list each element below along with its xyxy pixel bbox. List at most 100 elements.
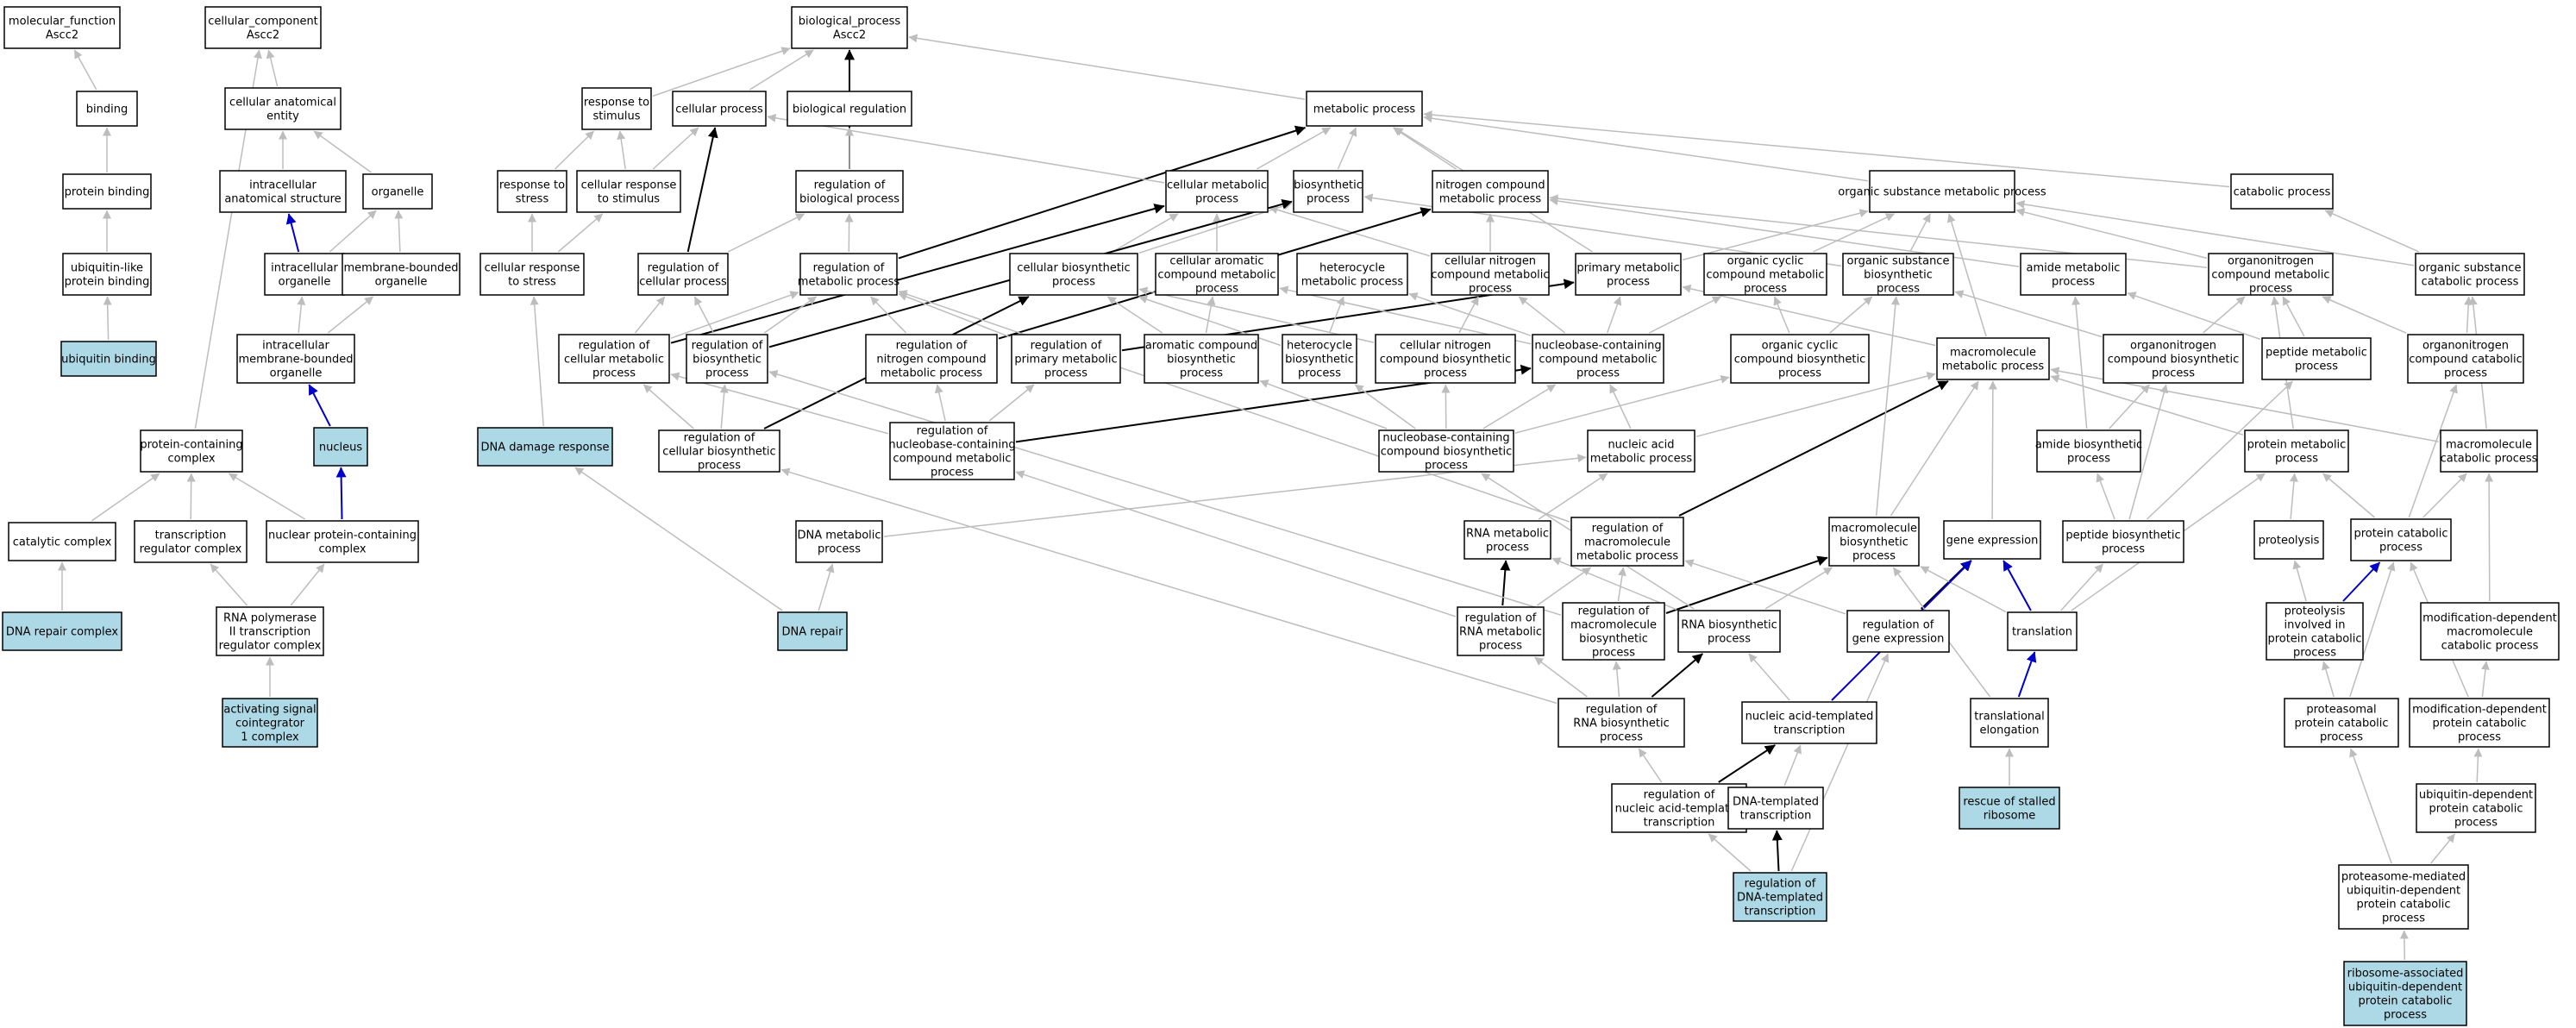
edge-gray-osmp-to-mp	[1423, 114, 1869, 182]
node-label-line: compound metabolic	[1706, 269, 1824, 282]
node-label-line: organic substance metabolic process	[1838, 186, 2046, 199]
edge-black-rdtt-to-dtt	[1771, 830, 1783, 872]
edge-gray-pcp-to-macp	[2422, 473, 2467, 518]
node-label-line: compound metabolic	[893, 453, 1011, 466]
node-box	[1570, 517, 1684, 567]
node-label-line: primary metabolic	[1576, 262, 1679, 275]
edge-gray-rcmp-to-rmp	[670, 291, 799, 339]
node-box	[313, 427, 368, 467]
edge-gray-raudpcp-to-pmudpcp	[2399, 930, 2409, 961]
edge-gray-cmp-to-mp	[1256, 127, 1332, 170]
edge-gray-pmudpcp-to-udpcp	[2430, 833, 2456, 864]
node-box	[1296, 253, 1408, 296]
node-label-line: activating signal	[223, 704, 316, 717]
node-label-line: process	[1486, 542, 1529, 555]
node-box	[1677, 610, 1781, 653]
edge-gray-catp-to-mp	[1423, 110, 2230, 188]
node-label-line: regulation of	[1465, 612, 1537, 625]
node-box	[2343, 961, 2467, 1026]
edge-gray-rrnamp-to-rnbcmp	[1015, 470, 1457, 617]
edge-gray-nbcbp-to-hbp	[1354, 384, 1416, 429]
node-label-line: DNA repair complex	[6, 626, 119, 639]
edge-gray-oncmp-to-osmp	[2015, 208, 2208, 260]
node-box	[2416, 783, 2536, 833]
edge-gray-mbo-to-org	[394, 210, 404, 253]
node-box	[2415, 253, 2525, 296]
node-label-line: process	[2249, 283, 2292, 296]
node-label-line: organelle	[270, 367, 323, 380]
node-box	[2253, 520, 2324, 560]
node-label-line: RNA metabolic	[1466, 528, 1549, 541]
node-label-line: biosynthetic	[1864, 269, 1933, 282]
node-label-line: DNA damage response	[480, 442, 609, 454]
node-label-line: protein catabolic	[2356, 899, 2450, 912]
node-label-line: process	[1744, 283, 1787, 296]
edge-gray-ncmp-to-mp	[1393, 127, 1457, 170]
node-label-line: process	[2293, 647, 2336, 660]
node-box	[2062, 520, 2184, 563]
node-label-line: process	[1708, 633, 1751, 646]
node-label-line: nucleic acid	[1608, 439, 1674, 452]
edge-gray-rnatt-to-rrnabp	[1638, 748, 1663, 783]
go-term-node-catp: catabolic process	[2230, 173, 2334, 210]
node-label-line: ubiquitin-like	[71, 262, 143, 275]
node-box	[2266, 602, 2364, 661]
edge-gray-rmbp-to-rbsp	[768, 370, 1562, 616]
edge-black-rmbp-to-mbsp	[1665, 555, 1828, 614]
node-label-line: process	[592, 367, 636, 380]
node-box	[1282, 334, 1357, 384]
edge-gray-io-to-org	[329, 210, 377, 253]
node-label-line: process	[698, 460, 741, 473]
edge-gray-mdmcp-to-macp	[2485, 473, 2494, 602]
node-label-line: biosynthetic	[1840, 536, 1908, 549]
node-box	[1611, 783, 1747, 833]
edge-gray-dnarep-to-ddr	[574, 467, 783, 611]
edge-gray-rcp-to-rbp	[727, 213, 805, 253]
node-box	[658, 429, 780, 473]
node-label-line: proteasomal	[2306, 704, 2376, 717]
node-label-line: macromolecule	[1584, 536, 1670, 549]
node-label-line: biosynthetic	[693, 354, 762, 367]
node-label-line: involved in	[2284, 619, 2345, 632]
edge-gray-rdtt-to-rge	[1790, 653, 1890, 872]
node-label-line: membrane-bounded	[343, 262, 458, 275]
node-label-line: biosynthetic	[1579, 633, 1648, 646]
node-box	[686, 334, 768, 384]
go-term-node-org: organelle	[362, 173, 433, 210]
node-label-line: protein-containing	[140, 439, 242, 452]
edge-gray-abp-to-oncbp	[2109, 384, 2151, 429]
node-label-line: regulation of	[1863, 619, 1934, 632]
node-label-line: organic cyclic	[1727, 255, 1804, 268]
edge-gray-prot-to-protmp	[2289, 473, 2298, 520]
go-term-node-drc: DNA repair complex	[2, 611, 122, 651]
edge-gray-rncmp-to-rmp	[869, 296, 907, 334]
edge-gray-acbp-to-cacmp	[1205, 296, 1216, 334]
node-label-line: process	[1778, 367, 1821, 380]
node-label-line: macromolecule	[1831, 523, 1917, 536]
node-label-line: heterocycle	[1287, 340, 1352, 353]
node-box	[1842, 253, 1954, 296]
node-label-line: complex	[318, 543, 366, 556]
go-term-node-ddr: DNA damage response	[477, 427, 613, 467]
node-label-line: macromolecule	[2446, 439, 2532, 452]
node-box	[558, 334, 670, 384]
node-box	[479, 253, 585, 296]
node-label-line: metabolic process	[1576, 550, 1679, 563]
edge-black-rnatt-to-natt	[1718, 744, 1776, 783]
edge-gray-catc-to-pcc	[91, 473, 160, 522]
node-label-line: biological process	[799, 193, 899, 206]
node-label-line: regulation of	[692, 340, 763, 353]
